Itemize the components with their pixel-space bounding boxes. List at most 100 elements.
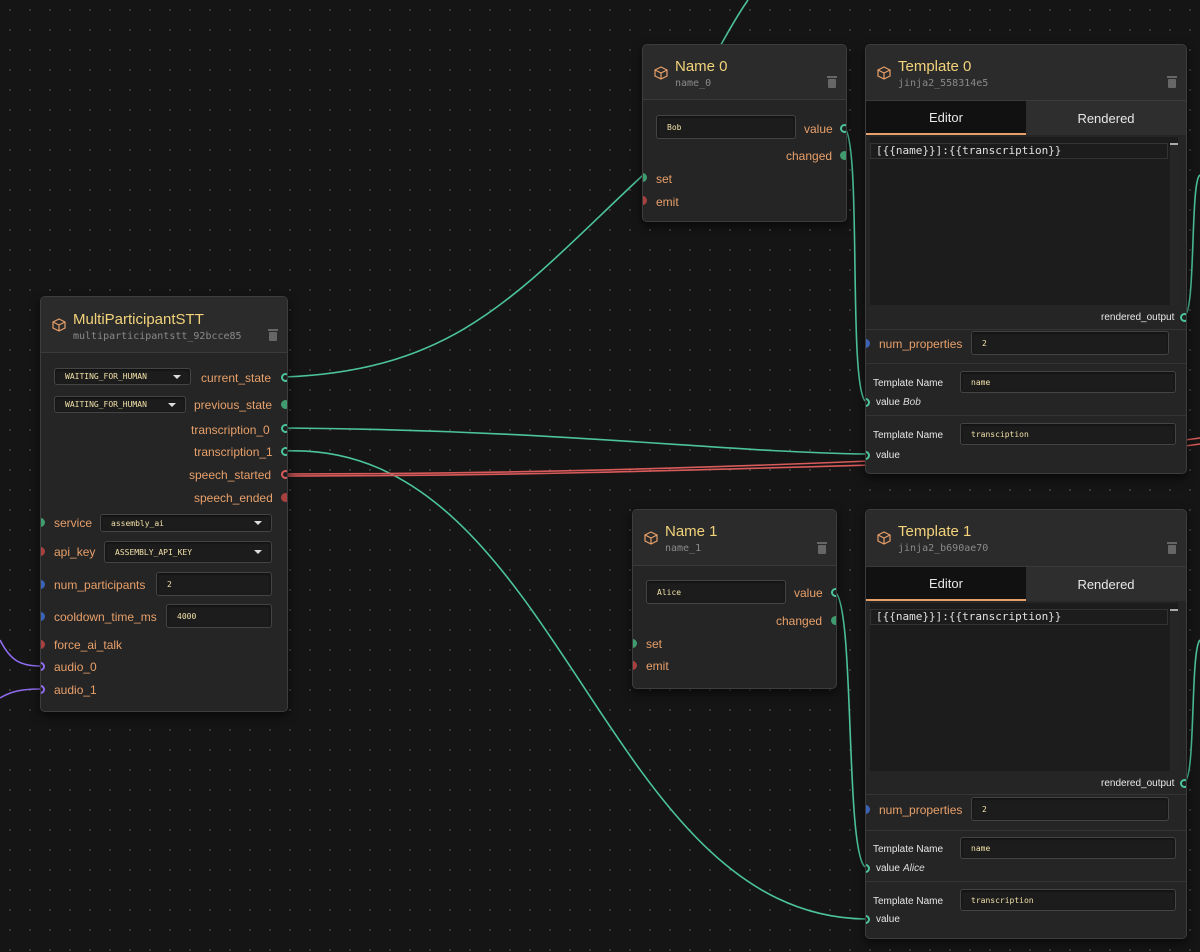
output-speech-started-port[interactable] <box>281 470 287 479</box>
multiparticipant-stt-node[interactable]: MultiParticipantSTT multiparticipantstt_… <box>40 296 288 712</box>
node-id: name_1 <box>665 543 702 554</box>
node-header[interactable]: Template 0 jinja2_558314e5 <box>866 45 1186 101</box>
num-properties-input[interactable]: 2 <box>971 797 1169 821</box>
trash-icon[interactable] <box>817 542 827 554</box>
output-changed-port[interactable] <box>840 151 846 160</box>
trash-icon[interactable] <box>1167 76 1177 88</box>
input-service-label: service <box>54 516 93 530</box>
name-value-input[interactable]: Bob <box>656 115 796 139</box>
node-header[interactable]: Name 1 name_1 <box>633 510 836 566</box>
input-num-properties-label: num_properties <box>879 337 963 351</box>
divider <box>866 830 1186 831</box>
num-properties-input[interactable]: 2 <box>971 331 1169 355</box>
node-title: Template 0 <box>898 58 972 75</box>
node-id: jinja2_b690ae70 <box>898 543 989 554</box>
input-num-properties-port[interactable] <box>866 805 870 814</box>
cube-icon <box>52 318 66 332</box>
divider <box>866 363 1186 364</box>
input-api-key-port[interactable] <box>41 547 45 556</box>
tab-rendered[interactable]: Rendered <box>1026 101 1186 135</box>
name-value-input[interactable]: Alice <box>646 580 786 604</box>
trash-icon[interactable] <box>827 76 837 88</box>
template-name-input-1[interactable]: name <box>960 837 1176 859</box>
input-emit-port[interactable] <box>633 661 637 670</box>
input-emit-port[interactable] <box>643 196 647 205</box>
input-audio-1-label: audio_1 <box>54 683 97 697</box>
input-emit-label: emit <box>656 195 679 209</box>
input-prop2-value-port[interactable] <box>866 451 870 460</box>
output-transcription-0-port[interactable] <box>281 424 287 433</box>
output-changed-port[interactable] <box>831 616 836 625</box>
output-current-state-port[interactable] <box>281 373 287 382</box>
wire-speech-started-1 <box>284 460 871 475</box>
current-state-select[interactable]: WAITING_FOR_HUMAN <box>54 368 191 385</box>
input-audio-1-port[interactable] <box>41 685 45 694</box>
input-set-port[interactable] <box>633 639 637 648</box>
node-header[interactable]: MultiParticipantSTT multiparticipantstt_… <box>41 297 287 353</box>
template-name-input-2[interactable]: transcription <box>960 889 1176 911</box>
previous-state-select[interactable]: WAITING_FOR_HUMAN <box>54 396 186 413</box>
tab-editor[interactable]: Editor <box>866 101 1026 135</box>
editor-tabs: Editor Rendered <box>866 101 1186 135</box>
node-title: Name 0 <box>675 58 728 75</box>
cube-icon <box>654 66 668 80</box>
service-select[interactable]: assembly_ai <box>100 514 272 532</box>
input-num-participants-port[interactable] <box>41 580 45 589</box>
wire-name1-value <box>834 591 866 868</box>
input-cooldown-port[interactable] <box>41 612 45 621</box>
output-speech-started-label: speech_started <box>189 468 272 482</box>
wire-name0-value <box>843 126 866 402</box>
input-prop1-value-port[interactable] <box>866 864 870 873</box>
output-value-port[interactable] <box>840 124 846 133</box>
output-speech-ended-label: speech_ended <box>194 491 273 505</box>
output-transcription-1-port[interactable] <box>281 447 287 456</box>
num-participants-input[interactable]: 2 <box>156 572 272 596</box>
output-transcription-0-label: transcription_0 <box>191 423 270 437</box>
template-name-input-1[interactable]: name <box>960 371 1176 393</box>
node-header[interactable]: Template 1 jinja2_b690ae70 <box>866 510 1186 567</box>
input-prop1-value-port[interactable] <box>866 398 870 407</box>
name-0-node[interactable]: Name 0 name_0 Bob value changed set emit <box>642 44 847 222</box>
template-code-editor[interactable]: [{{name}}]:{{transcription}} <box>870 603 1178 771</box>
template-0-node[interactable]: Template 0 jinja2_558314e5 Editor Render… <box>865 44 1187 474</box>
output-rendered-port[interactable] <box>1180 779 1186 788</box>
template-name-label: Template Name <box>873 844 944 855</box>
input-audio-0-port[interactable] <box>41 662 45 671</box>
template-name-input-2[interactable]: transciption <box>960 423 1176 445</box>
divider <box>866 415 1186 416</box>
editor-current-line <box>870 143 1168 159</box>
cooldown-input[interactable]: 4000 <box>166 604 272 628</box>
api-key-select[interactable]: ASSEMBLY_API_KEY <box>104 541 272 563</box>
prop1-value: Alice <box>903 863 925 874</box>
output-value-port[interactable] <box>831 588 836 597</box>
prop1-value-label: value <box>876 397 900 408</box>
editor-current-line <box>870 609 1168 625</box>
input-force-ai-talk-port[interactable] <box>41 640 45 649</box>
output-speech-ended-port[interactable] <box>281 493 287 502</box>
prop2-value-label: value <box>876 914 900 925</box>
input-set-port[interactable] <box>643 173 647 182</box>
input-service-port[interactable] <box>41 518 45 527</box>
divider <box>866 329 1186 330</box>
trash-icon[interactable] <box>268 329 278 341</box>
input-set-label: set <box>646 637 663 651</box>
wire-template0-out-red-2 <box>1184 443 1200 447</box>
output-rendered-port[interactable] <box>1180 313 1186 322</box>
editor-scrollbar[interactable] <box>1170 143 1178 305</box>
name-1-node[interactable]: Name 1 name_1 Alice value changed set em… <box>632 509 837 689</box>
node-id: multiparticipantstt_92bcce85 <box>73 331 242 342</box>
node-title: Template 1 <box>898 523 972 540</box>
template-code-editor[interactable]: [{{name}}]:{{transcription}} <box>870 137 1178 305</box>
tab-rendered[interactable]: Rendered <box>1026 567 1186 601</box>
node-header[interactable]: Name 0 name_0 <box>643 45 846 100</box>
tab-editor[interactable]: Editor <box>866 567 1026 601</box>
prop1-value-label: value <box>876 863 900 874</box>
output-previous-state-port[interactable] <box>281 400 287 409</box>
cube-icon <box>644 531 658 545</box>
editor-scrollbar[interactable] <box>1170 609 1178 771</box>
wire-current-state <box>284 175 643 378</box>
trash-icon[interactable] <box>1167 542 1177 554</box>
template-1-node[interactable]: Template 1 jinja2_b690ae70 Editor Render… <box>865 509 1187 939</box>
input-num-properties-port[interactable] <box>866 339 870 348</box>
input-prop2-value-port[interactable] <box>866 915 870 924</box>
